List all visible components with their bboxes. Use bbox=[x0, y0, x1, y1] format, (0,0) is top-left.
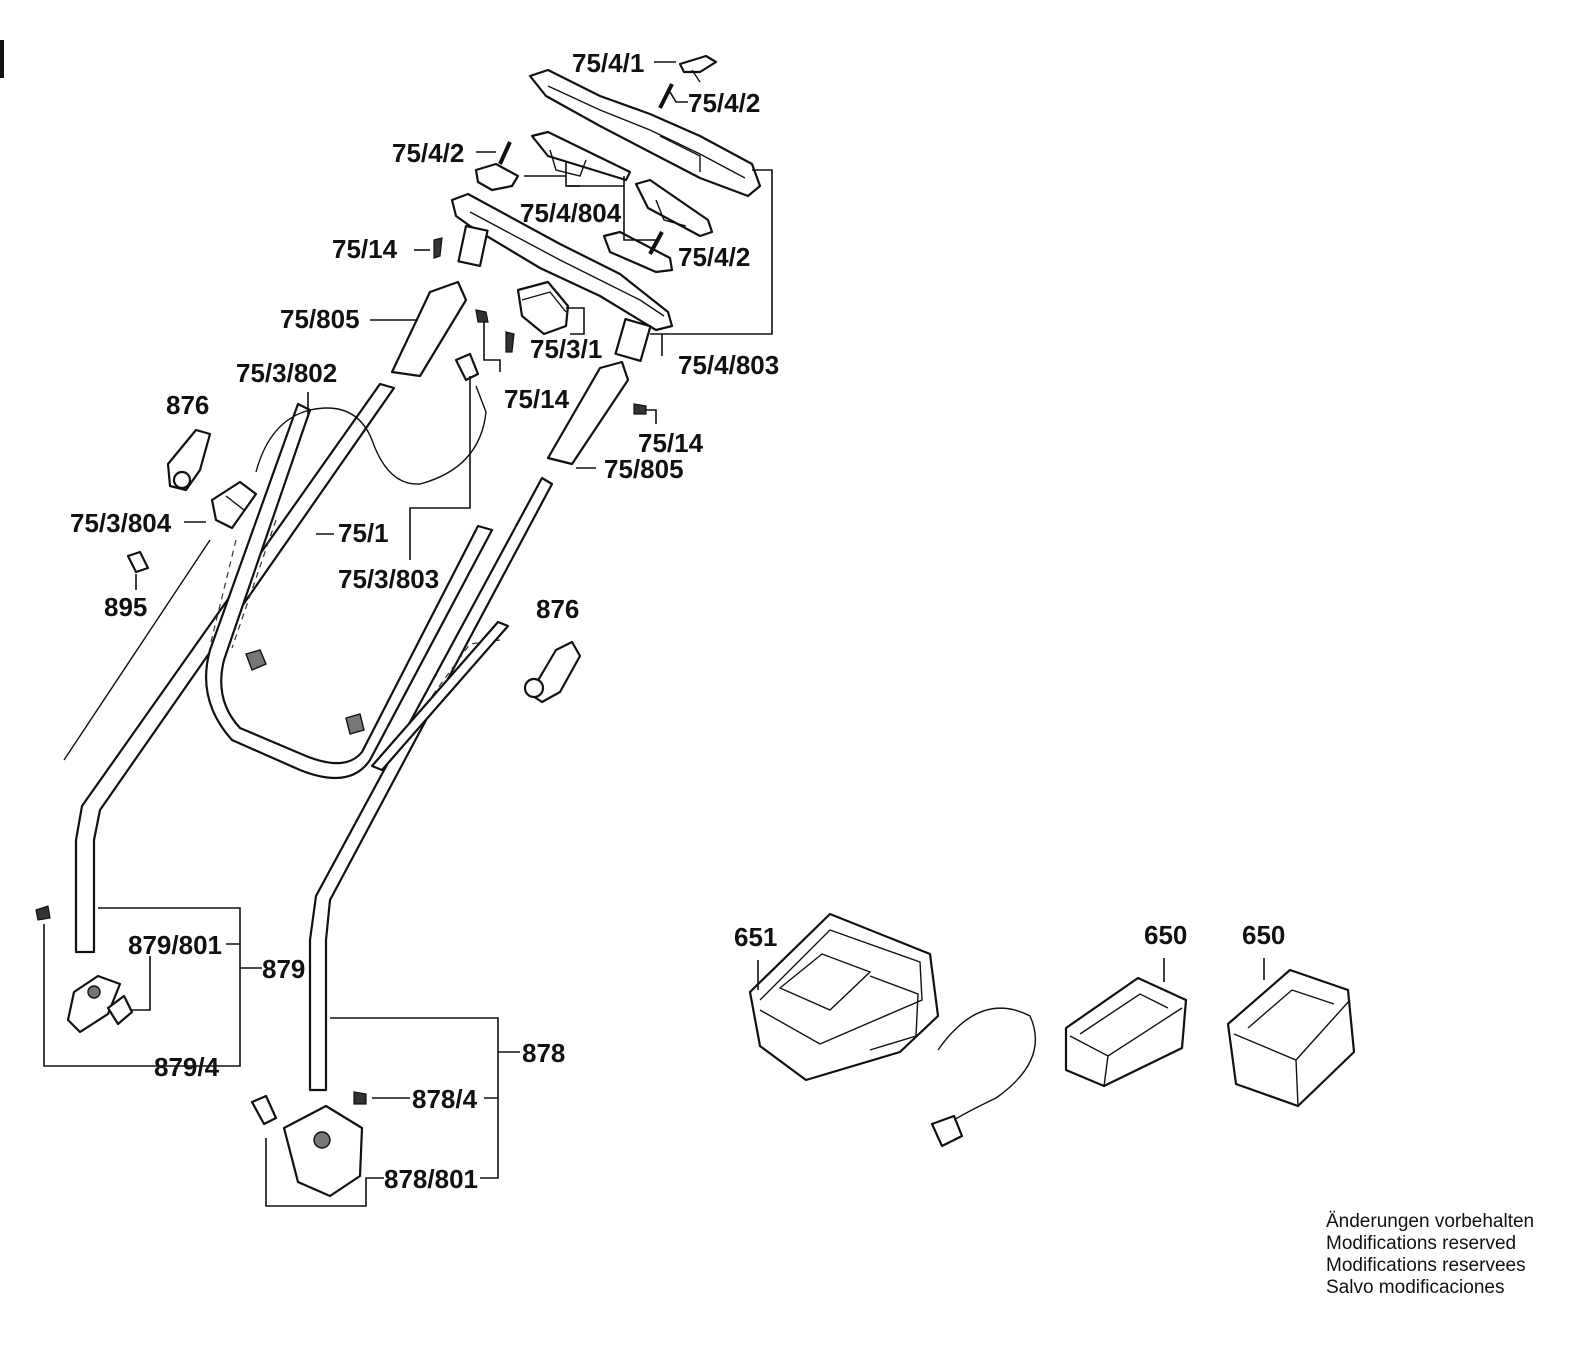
label-650-small: 650 bbox=[1144, 920, 1187, 950]
label-75-4-803: 75/4/803 bbox=[678, 350, 779, 380]
label-879-801: 879/801 bbox=[128, 930, 222, 960]
label-878-4: 878/4 bbox=[412, 1084, 478, 1114]
label-651: 651 bbox=[734, 922, 777, 952]
label-650-large: 650 bbox=[1242, 920, 1285, 950]
label-876-upper: 876 bbox=[166, 390, 209, 420]
charger-651 bbox=[748, 912, 1037, 1148]
leader-lines bbox=[43, 61, 1265, 1207]
label-895: 895 bbox=[104, 592, 147, 622]
label-879-4: 879/4 bbox=[154, 1052, 220, 1082]
notice-spanish: Salvo modificaciones bbox=[1326, 1277, 1505, 1298]
label-75-805-lower: 75/805 bbox=[604, 454, 684, 484]
label-75-4-804: 75/4/804 bbox=[520, 198, 622, 228]
handle-tubes bbox=[74, 280, 630, 1092]
bottom-brackets bbox=[35, 905, 367, 1198]
modifications-notice: Änderungen vorbehalten Modifications res… bbox=[1326, 1211, 1534, 1299]
cable-and-clamps bbox=[63, 352, 582, 761]
notice-german: Änderungen vorbehalten bbox=[1326, 1211, 1535, 1232]
battery-650-small bbox=[1064, 976, 1188, 1088]
label-878-801: 878/801 bbox=[384, 1164, 478, 1194]
label-878: 878 bbox=[522, 1038, 565, 1068]
edge-mark bbox=[0, 40, 4, 78]
notice-french: Modifications reservees bbox=[1326, 1255, 1526, 1276]
label-75-4-2-left: 75/4/2 bbox=[392, 138, 464, 168]
handle-top-cover bbox=[433, 54, 762, 415]
label-75-3-804: 75/3/804 bbox=[70, 508, 172, 538]
label-75-805-upper: 75/805 bbox=[280, 304, 360, 334]
label-75-4-1: 75/4/1 bbox=[572, 48, 644, 78]
label-75-14-top: 75/14 bbox=[332, 234, 398, 264]
notice-english: Modifications reserved bbox=[1326, 1233, 1517, 1254]
label-75-3-802: 75/3/802 bbox=[236, 358, 337, 388]
label-75-14-middle: 75/14 bbox=[504, 384, 570, 414]
label-75-1: 75/1 bbox=[338, 518, 389, 548]
label-876-lower: 876 bbox=[536, 594, 579, 624]
label-75-4-2-top: 75/4/2 bbox=[688, 88, 760, 118]
label-879: 879 bbox=[262, 954, 305, 984]
label-75-4-2-right: 75/4/2 bbox=[678, 242, 750, 272]
label-75-3-1: 75/3/1 bbox=[530, 334, 602, 364]
label-75-3-803: 75/3/803 bbox=[338, 564, 439, 594]
part-labels: 75/4/1 75/4/2 75/4/2 75/4/804 75/4/2 75/… bbox=[70, 48, 1285, 1194]
battery-650-large bbox=[1226, 968, 1356, 1108]
label-75-14-right: 75/14 bbox=[638, 428, 704, 458]
